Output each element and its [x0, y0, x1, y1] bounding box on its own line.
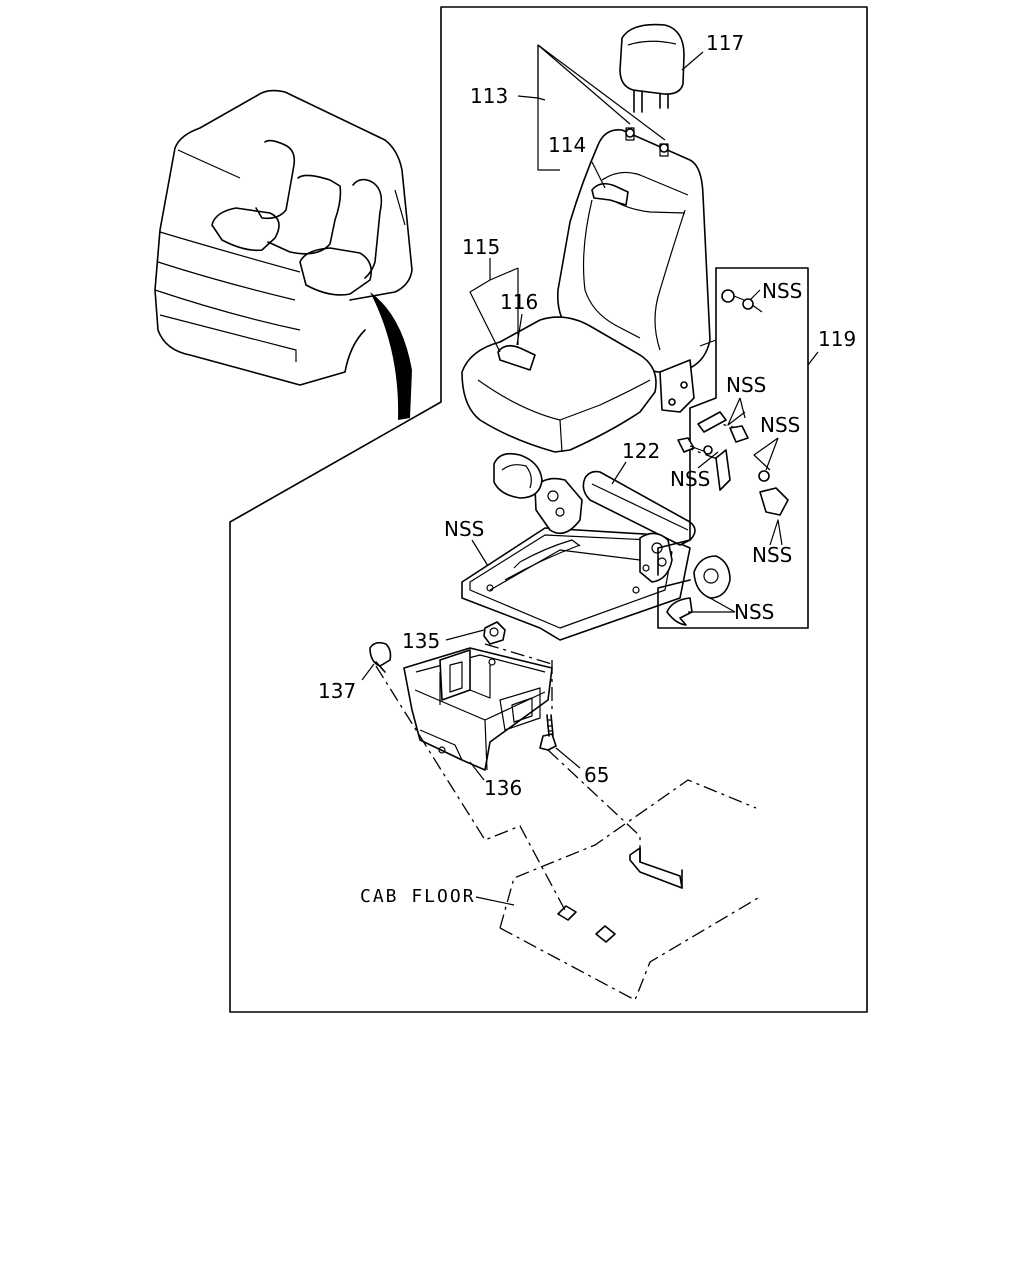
cab-floor-panel [499, 779, 759, 1001]
callout-nss-1: NSS [762, 279, 802, 303]
cab-floor-label: CAB FLOOR [360, 886, 476, 907]
callout-136: 136 [484, 776, 522, 800]
callout-nss-6: NSS [734, 600, 774, 624]
callout-nss-2: NSS [726, 373, 766, 397]
callout-137: 137 [318, 679, 356, 703]
callout-119: 119 [818, 327, 856, 351]
bolt-65 [539, 714, 557, 751]
callout-nss-rail: NSS [444, 517, 484, 541]
callout-122: 122 [622, 439, 660, 463]
callout-65: 65 [584, 763, 609, 787]
callout-nss-4: NSS [670, 467, 710, 491]
seat-cushion [461, 316, 695, 453]
callout-115: 115 [462, 235, 500, 259]
headrest [619, 23, 685, 113]
seat-base-riser [403, 647, 553, 771]
callout-nss-5: NSS [752, 543, 792, 567]
nut-135 [483, 621, 506, 645]
callout-117: 117 [706, 31, 744, 55]
seat-back [556, 127, 711, 373]
bolt-137 [369, 641, 392, 673]
callout-nss-3: NSS [760, 413, 800, 437]
leader-lines [361, 44, 819, 913]
callout-116: 116 [500, 290, 538, 314]
callout-135: 135 [402, 629, 440, 653]
callout-113: 113 [470, 84, 508, 108]
recliner-hardware [677, 289, 789, 516]
cab-overview-illustration [154, 89, 413, 420]
seat-slide-frame [461, 452, 731, 641]
callout-114: 114 [548, 133, 586, 157]
main-frame [229, 6, 868, 1013]
location-arrow [370, 292, 412, 420]
callout-labels: 117 113 114 115 116 NSS 119 NSS NSS 122 … [318, 31, 856, 907]
